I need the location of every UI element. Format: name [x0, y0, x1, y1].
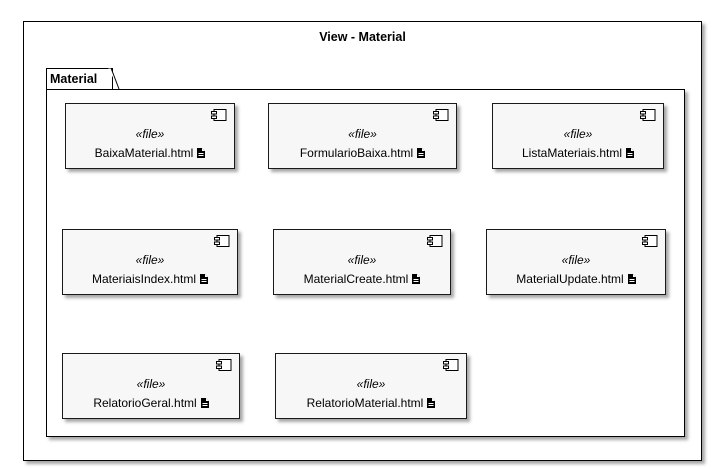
component-stereotype: «file» [561, 253, 591, 267]
component-name: RelatorioMaterial.html [306, 396, 424, 410]
component-materiaisindex[interactable]: «file» MateriaisIndex.html [62, 229, 238, 295]
component-name: MateriaisIndex.html [91, 272, 197, 286]
file-icon [417, 148, 426, 158]
component-stereotype: «file» [347, 253, 377, 267]
component-label: MateriaisIndex.html [63, 272, 237, 286]
component-stereotype: «file» [348, 127, 377, 141]
file-icon [427, 398, 436, 408]
component-icon [443, 359, 459, 371]
component-name: BaixaMaterial.html [94, 146, 194, 160]
package-tab: Material [46, 68, 113, 90]
component-stereotype: «file» [563, 127, 593, 141]
component-listamateriais[interactable]: «file» ListaMateriais.html [492, 103, 664, 169]
file-icon [200, 274, 209, 284]
component-stereotype: «file» [136, 377, 166, 391]
component-materialupdate[interactable]: «file» MaterialUpdate.html [486, 229, 666, 295]
component-label: RelatorioGeral.html [63, 396, 239, 410]
component-icon [216, 359, 232, 371]
component-label: RelatorioMaterial.html [276, 396, 466, 410]
component-stereotype: «file» [135, 253, 165, 267]
component-name: RelatorioGeral.html [93, 396, 197, 410]
component-name: FormularioBaixa.html [299, 146, 414, 160]
component-baixamaterial[interactable]: «file» BaixaMaterial.html [65, 103, 235, 169]
component-name: MaterialUpdate.html [516, 272, 624, 286]
component-formulariobaixa[interactable]: «file» FormularioBaixa.html [268, 103, 457, 169]
component-icon [427, 235, 443, 247]
component-materialcreate[interactable]: «file» MaterialCreate.html [273, 229, 451, 295]
component-icon [640, 109, 656, 121]
component-icon [433, 109, 449, 121]
component-stereotype: «file» [135, 127, 165, 141]
component-relatoriomaterial[interactable]: «file» RelatorioMaterial.html [275, 353, 467, 419]
component-icon [214, 235, 230, 247]
component-icon [211, 109, 227, 121]
component-icon [642, 235, 658, 247]
component-name: ListaMateriais.html [521, 146, 623, 160]
component-label: BaixaMaterial.html [66, 146, 234, 160]
component-relatoriogeral[interactable]: «file» RelatorioGeral.html [62, 353, 240, 419]
frame-title: View - Material [319, 30, 406, 44]
component-label: FormularioBaixa.html [269, 146, 456, 160]
file-icon [626, 148, 635, 158]
file-icon [197, 148, 206, 158]
file-icon [627, 274, 636, 284]
component-label: MaterialCreate.html [274, 272, 450, 286]
component-stereotype: «file» [356, 377, 386, 391]
component-label: ListaMateriais.html [493, 146, 663, 160]
package-name: Material [50, 72, 98, 86]
component-name: MaterialCreate.html [303, 272, 409, 286]
component-label: MaterialUpdate.html [487, 272, 665, 286]
file-icon [412, 274, 421, 284]
package-tab-slant [108, 68, 120, 90]
file-icon [200, 398, 209, 408]
